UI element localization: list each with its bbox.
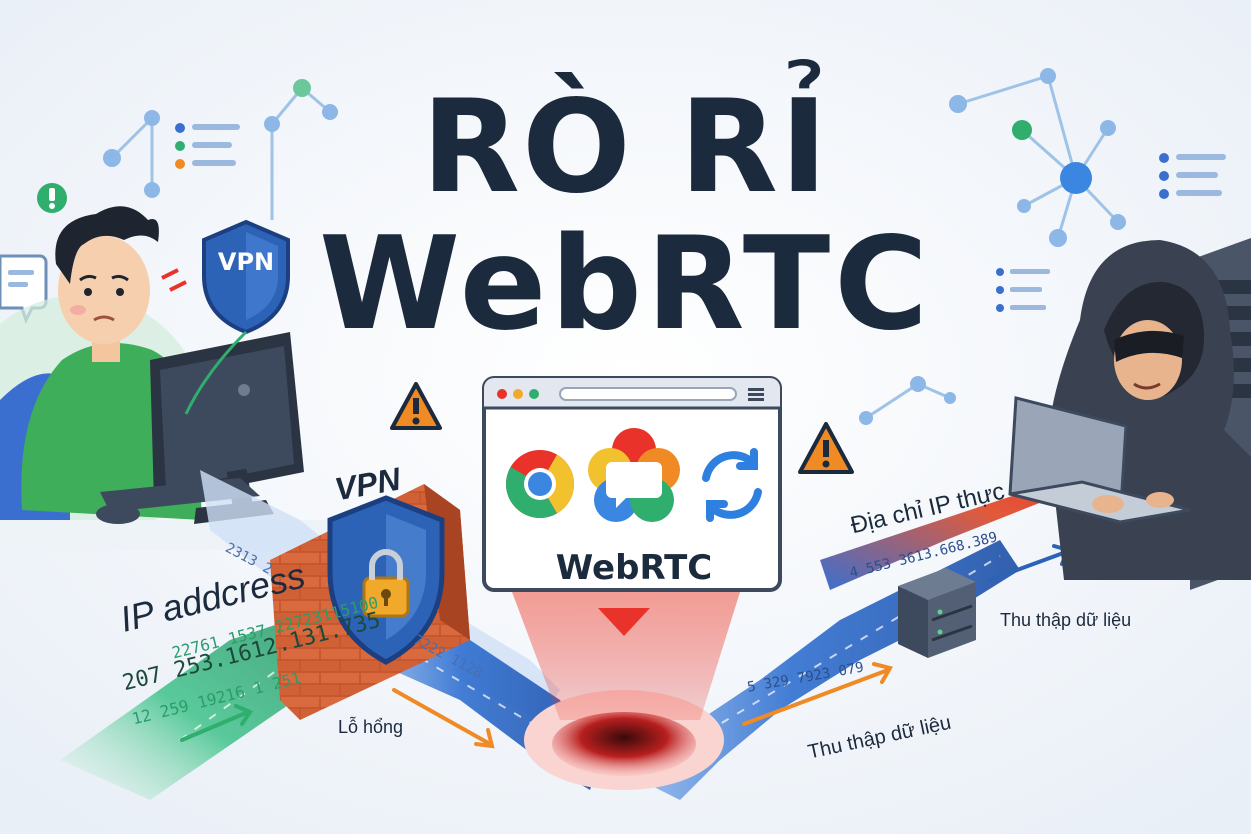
- chrome-logo-icon: [506, 450, 574, 518]
- list-icon-right: [996, 153, 1226, 312]
- ip-data-stream: [60, 620, 310, 800]
- webrtc-logo-icon: [588, 428, 680, 522]
- vpn-badge-label: VPN: [217, 248, 275, 276]
- down-arrow-icon: [598, 608, 650, 636]
- warning-icon: [390, 382, 442, 430]
- leak-beam: [500, 560, 750, 720]
- network-nodes-right: [859, 68, 1126, 425]
- hole-label: Lỗ hổng: [338, 717, 404, 737]
- network-nodes-left: [103, 79, 338, 198]
- vpn-lock-shield-icon: [327, 495, 445, 665]
- server-stack-icon: [898, 568, 976, 658]
- alert-icon-green: [37, 183, 67, 213]
- leak-hole: [552, 712, 696, 776]
- red-dash-marks: [161, 268, 187, 292]
- list-icon-left: [175, 123, 240, 169]
- vpn-badge-shield-icon: [184, 219, 290, 415]
- browser-app-label: WebRTC: [555, 548, 713, 588]
- hacker-laptop: [1008, 396, 1191, 524]
- sync-icon: [702, 448, 762, 522]
- title-line-2: WebRTC: [318, 210, 933, 359]
- collect-data-label-1: Thu thập dữ liệu: [1000, 610, 1132, 630]
- arrow-icons: [180, 544, 1071, 749]
- title-line-1: RÒ RỈ: [421, 73, 830, 222]
- warning-icon: [798, 422, 854, 474]
